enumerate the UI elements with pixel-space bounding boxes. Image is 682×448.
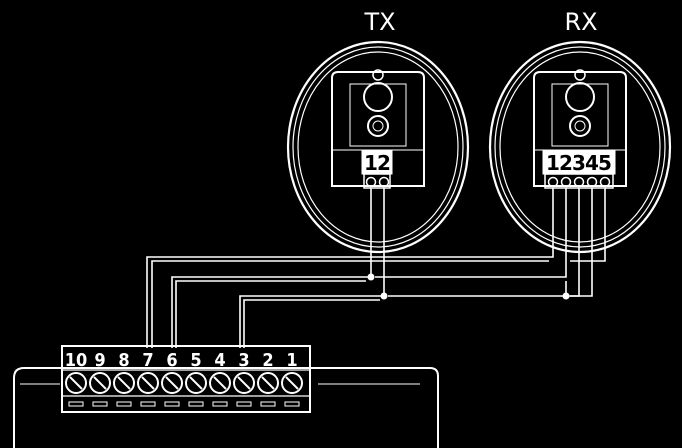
terminal-screw-8 (113, 372, 135, 394)
tx-lens-small-icon (367, 115, 389, 137)
tx-screw-2 (378, 176, 390, 188)
rx-lens-frame (533, 71, 627, 187)
wiring (146, 188, 606, 348)
terminal-slot-6 (164, 401, 180, 407)
wire-t6-tx1-rx2 (171, 188, 372, 348)
tx-lens-large-icon (363, 82, 393, 112)
tx-photocell: TX 1 2 (286, 8, 470, 254)
wire-t3-tx2-rx (239, 188, 385, 348)
rx-screw-2 (560, 176, 572, 188)
junction-dot (562, 292, 570, 300)
control-board (13, 367, 439, 448)
tx-screw-1 (365, 176, 377, 188)
terminal-label-3: 3 (238, 350, 249, 371)
junction-dot (380, 292, 388, 300)
screw-slot-icon (93, 376, 107, 390)
terminal-slot-3 (236, 401, 252, 407)
terminal-slot-1 (284, 401, 300, 407)
terminal-screw-3 (233, 372, 255, 394)
rx-screw-5 (599, 176, 611, 188)
terminal-slot-7 (140, 401, 156, 407)
screw-slot-icon (285, 376, 299, 390)
terminal-screw-9 (89, 372, 111, 394)
terminal-screw-7 (137, 372, 159, 394)
terminal-slot-9 (92, 401, 108, 407)
rx-lens-small-icon (569, 115, 591, 137)
rx-label: RX (564, 8, 597, 36)
wire-rx5 (570, 188, 606, 262)
terminal-screw-5 (185, 372, 207, 394)
screw-slot-icon (213, 376, 227, 390)
rx-top-dot (574, 69, 586, 81)
tx-lens-frame (331, 71, 425, 187)
screw-slot-icon (141, 376, 155, 390)
tx-term-1: 1 (364, 151, 378, 175)
terminal-screw-10 (65, 372, 87, 394)
tx-top-dot (372, 69, 384, 81)
screw-slot-icon (165, 376, 179, 390)
rx-screw-1 (547, 176, 559, 188)
terminal-label-4: 4 (214, 350, 225, 371)
rx-term-3: 3 (572, 151, 586, 175)
terminal-label-10: 10 (65, 350, 88, 371)
terminal-slot-5 (188, 401, 204, 407)
tx-lens-inner (349, 83, 407, 147)
terminal-label-7: 7 (142, 350, 153, 371)
wire-t7-rx1 (146, 188, 554, 348)
terminal-label-6: 6 (166, 350, 177, 371)
junction-dot (367, 273, 375, 281)
terminal-slot-10 (68, 401, 84, 407)
rx-lens-inner (551, 83, 609, 147)
terminal-slot-2 (260, 401, 276, 407)
terminal-screw-4 (209, 372, 231, 394)
terminal-screw-6 (161, 372, 183, 394)
screw-slot-icon (117, 376, 131, 390)
terminal-block (61, 345, 311, 413)
rx-connector (542, 149, 616, 175)
screw-slot-icon (237, 376, 251, 390)
terminal-slot-8 (116, 401, 132, 407)
rx-term-5: 5 (598, 151, 612, 175)
terminal-slot-4 (212, 401, 228, 407)
terminal-label-5: 5 (190, 350, 201, 371)
tx-housing (286, 40, 470, 254)
rx-screw-4 (586, 176, 598, 188)
terminal-screw-1 (281, 372, 303, 394)
tx-label: TX (363, 8, 395, 36)
rx-screw-3 (573, 176, 585, 188)
screw-slot-icon (261, 376, 275, 390)
rx-photocell: RX 1 2 3 4 5 (488, 8, 672, 254)
tx-term-2: 2 (377, 151, 391, 175)
terminal-screw-2 (257, 372, 279, 394)
terminal-label-9: 9 (94, 350, 105, 371)
rx-term-4: 4 (585, 151, 599, 175)
terminal-label-2: 2 (262, 350, 273, 371)
rx-term-1: 1 (546, 151, 560, 175)
rx-term-2: 2 (559, 151, 573, 175)
rx-housing (488, 40, 672, 254)
terminal-label-1: 1 (286, 350, 297, 371)
junctions (367, 273, 570, 300)
terminal-label-8: 8 (118, 350, 129, 371)
rx-lens-large-icon (565, 82, 595, 112)
screw-slot-icon (189, 376, 203, 390)
screw-slot-icon (69, 376, 83, 390)
